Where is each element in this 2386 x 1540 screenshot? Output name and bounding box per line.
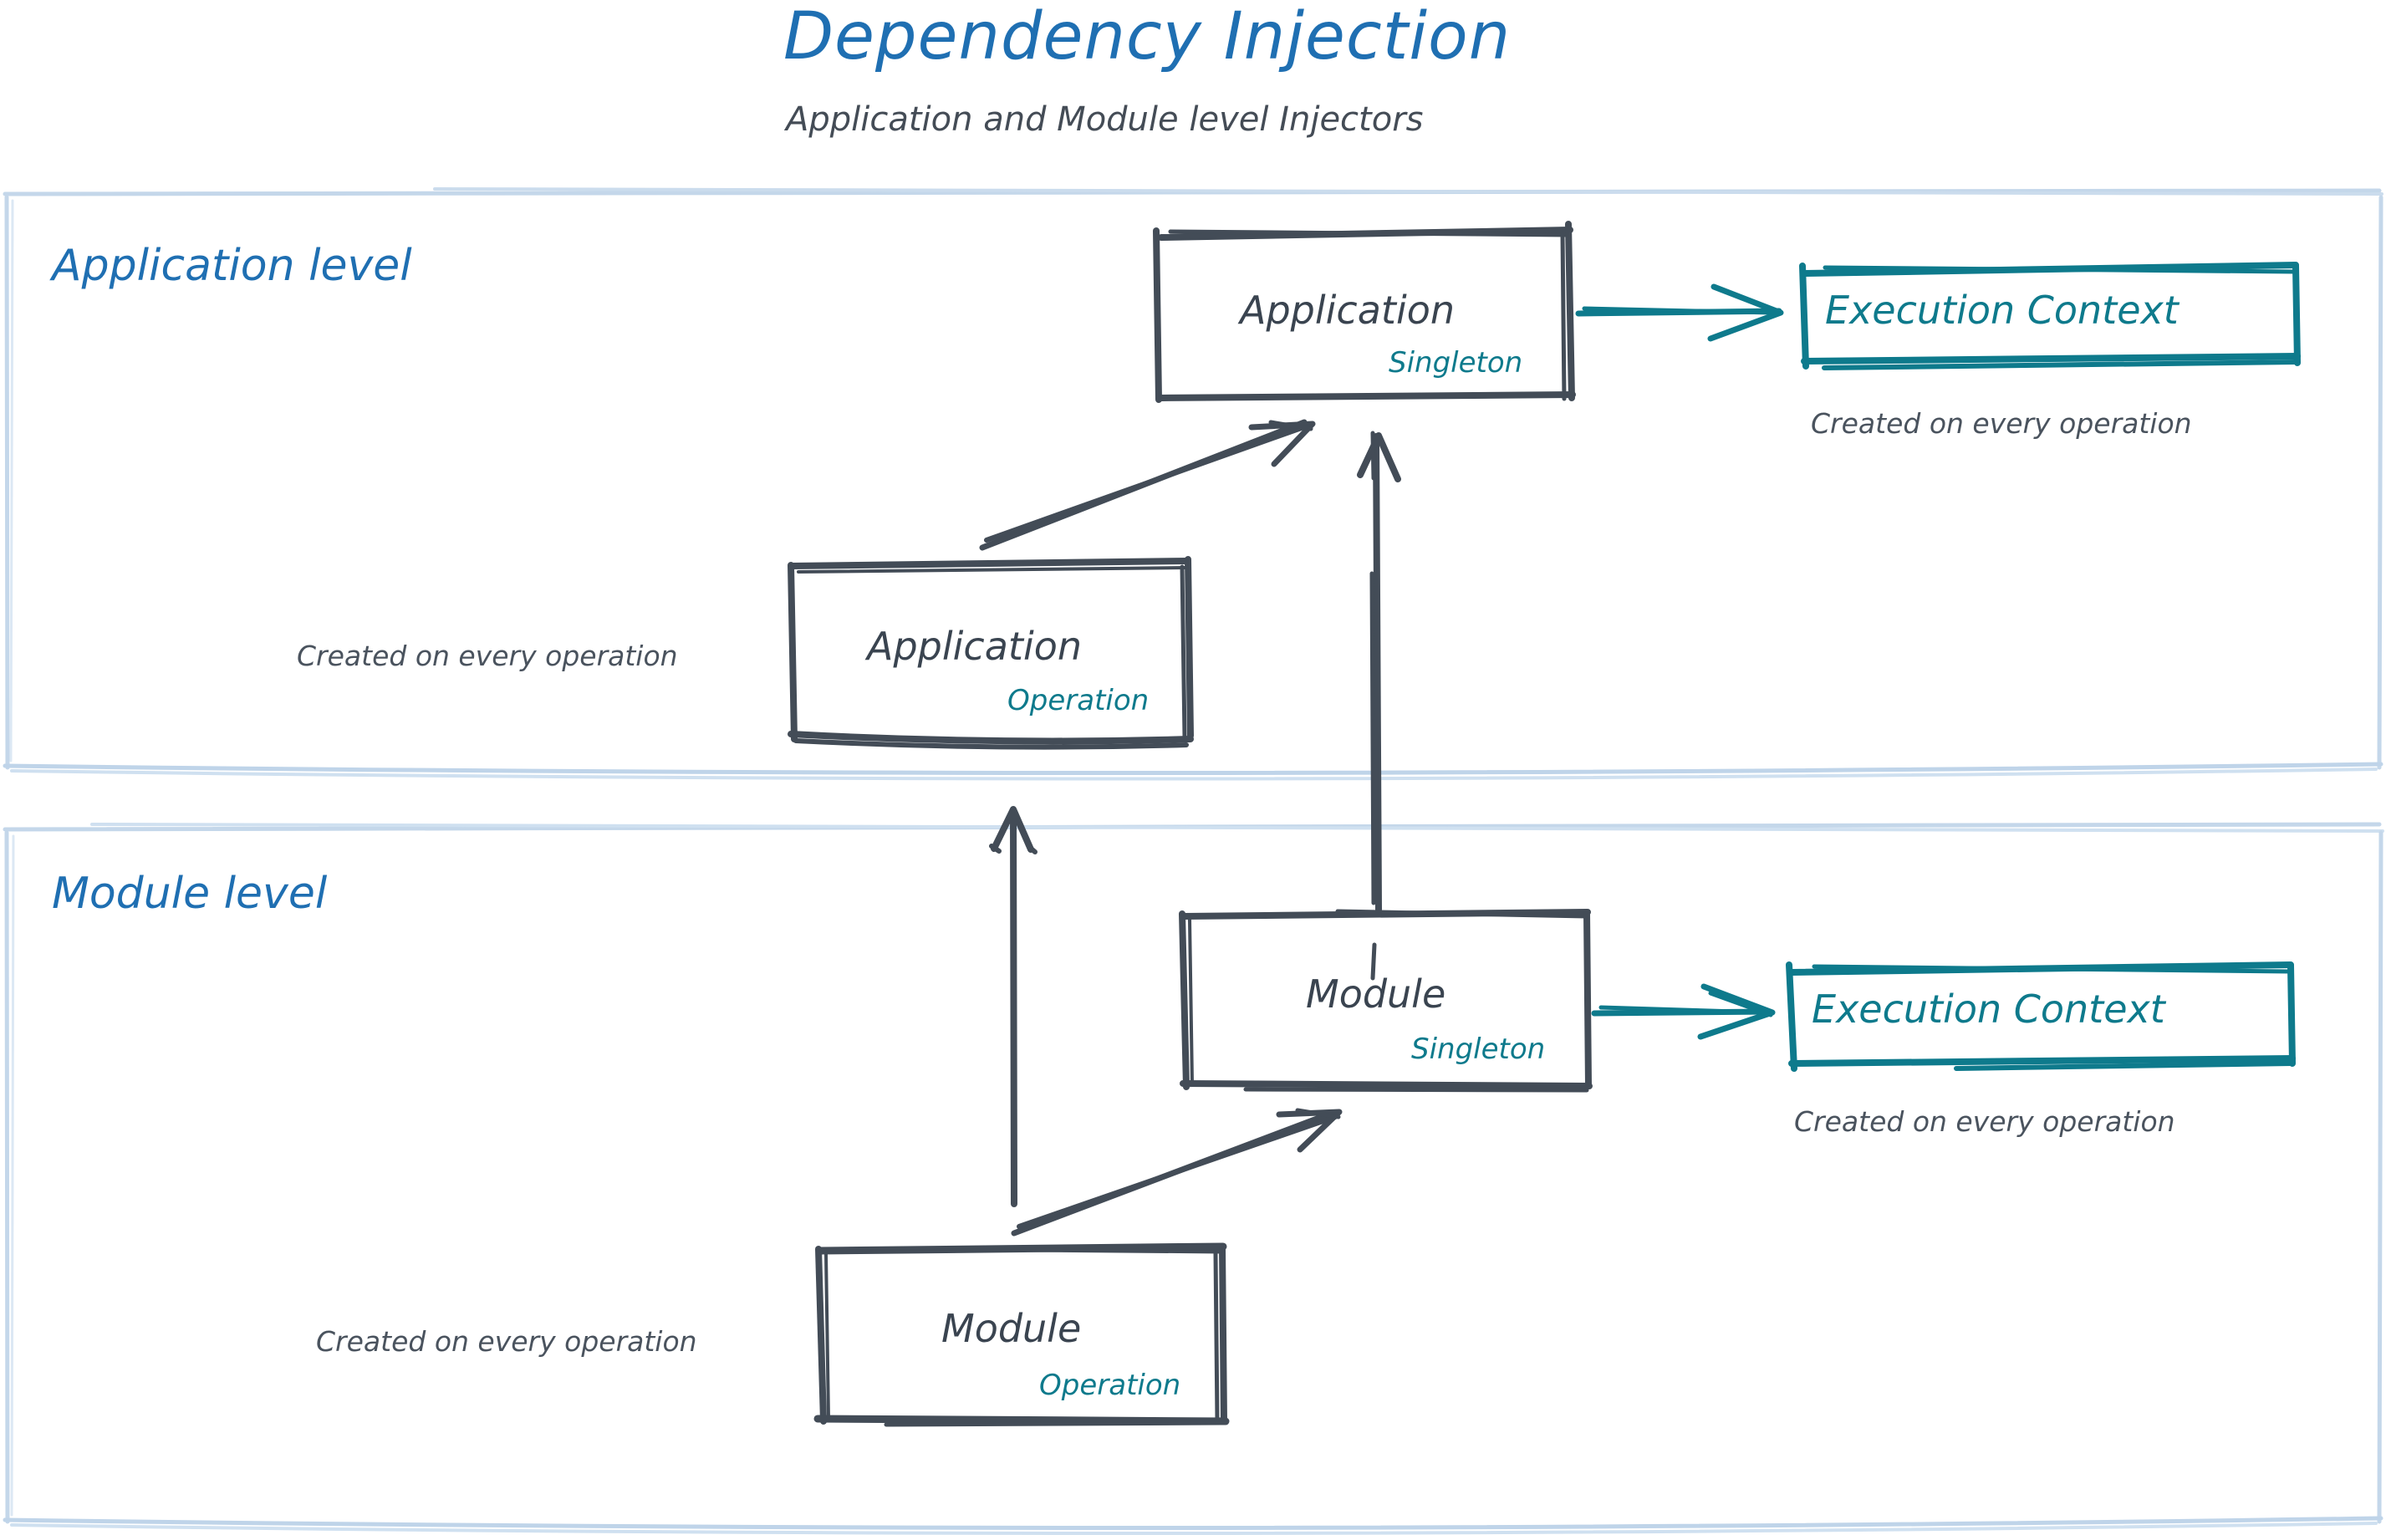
page-title: Dependency Injection: [783, 0, 1512, 74]
node-label-module-singleton: Module: [1306, 971, 1446, 1017]
panel-application-level: [3, 187, 2383, 781]
edge-module-operation-to-app-operation: [989, 806, 1038, 1207]
panel-module-level: [3, 822, 2384, 1536]
note-application-operation: Created on every operation: [297, 640, 678, 672]
page-subtitle: Application and Module level Injectors: [786, 100, 1424, 139]
edge-module-singleton-to-module-execution-context: [1591, 983, 1776, 1040]
label-application-execution-context: Execution Context: [1825, 288, 2179, 333]
node-box-module-execution-context[interactable]: [1786, 961, 2296, 1072]
edge-app-singleton-to-app-execution-context: [1575, 283, 1784, 342]
node-scope-module-singleton: Singleton: [1411, 1033, 1546, 1066]
node-box-module-singleton[interactable]: [1179, 909, 1593, 1093]
zone-label-application-level: Application level: [52, 241, 412, 291]
note-module-execution-context: Created on every operation: [1794, 1105, 2175, 1138]
node-box-application-operation[interactable]: [788, 556, 1194, 750]
node-label-application-operation: Application: [867, 624, 1083, 669]
node-scope-module-operation: Operation: [1039, 1369, 1181, 1402]
node-box-module-operation[interactable]: [813, 1242, 1230, 1427]
note-module-operation: Created on every operation: [316, 1325, 697, 1358]
zone-label-module-level: Module level: [52, 869, 328, 919]
node-box-application-execution-context[interactable]: [1799, 262, 2301, 370]
node-scope-application-singleton: Singleton: [1389, 346, 1523, 380]
edge-module-singleton-to-app-singleton: [1357, 431, 1401, 981]
node-label-module-operation: Module: [941, 1306, 1082, 1351]
node-label-application-singleton: Application: [1240, 288, 1456, 333]
label-module-execution-context: Execution Context: [1812, 987, 2165, 1032]
note-application-execution-context: Created on every operation: [1811, 407, 2192, 440]
node-scope-application-operation: Operation: [1007, 684, 1150, 717]
node-box-application-singleton[interactable]: [1153, 221, 1576, 403]
edge-module-operation-to-module-singleton: [1011, 1108, 1343, 1237]
edge-app-operation-to-app-singleton: [979, 419, 1316, 551]
